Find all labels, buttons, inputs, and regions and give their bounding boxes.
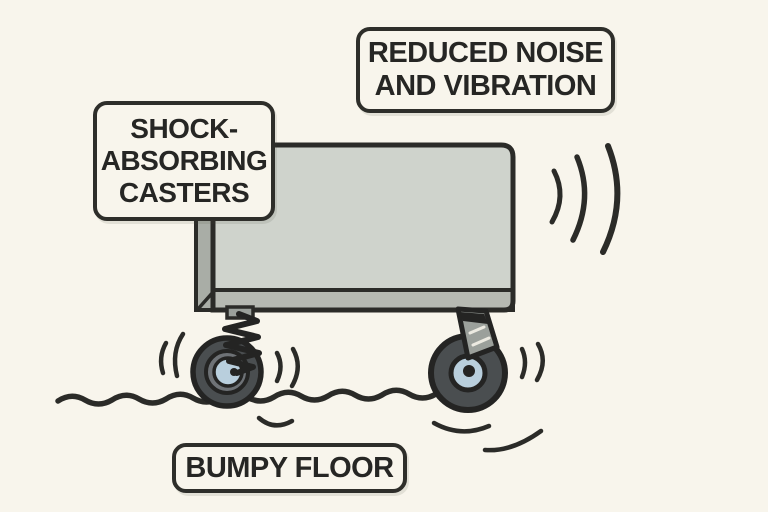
right-shock-caster [428, 306, 508, 413]
cart-corner-joint-line [196, 289, 216, 311]
label-line: SHOCK- [130, 113, 238, 144]
vibration-waves-icon [549, 143, 621, 255]
right-caster-fork-cap [460, 312, 488, 324]
label-box-shock-absorbing-casters: SHOCK- ABSORBING CASTERS [93, 101, 275, 221]
label-line: AND VIBRATION [374, 70, 597, 102]
left-wheel-shake-arcs-icon [158, 331, 300, 389]
cart-front-panel [213, 145, 513, 310]
left-wheel-axle-dot [230, 368, 238, 376]
left-shock-caster [190, 305, 264, 409]
right-wheel-axle-dot [463, 365, 475, 377]
right-wheel-shake-arcs-icon [519, 341, 545, 383]
label-box-reduced-noise: REDUCED NOISE AND VIBRATION [356, 27, 615, 113]
label-box-bumpy-floor: BUMPY FLOOR [172, 443, 407, 493]
floor-vibration-arcs-icon [256, 415, 544, 453]
left-caster-spring-icon [222, 311, 262, 376]
cart-outline [210, 142, 516, 313]
right-caster-fork-highlight [468, 325, 491, 347]
label-line: ABSORBING [100, 145, 268, 176]
cart-base-band [211, 288, 515, 312]
cart-body [194, 142, 516, 313]
label-line: REDUCED NOISE [367, 37, 604, 69]
label-line: CASTERS [118, 177, 250, 208]
label-line: BUMPY FLOOR [185, 452, 394, 484]
